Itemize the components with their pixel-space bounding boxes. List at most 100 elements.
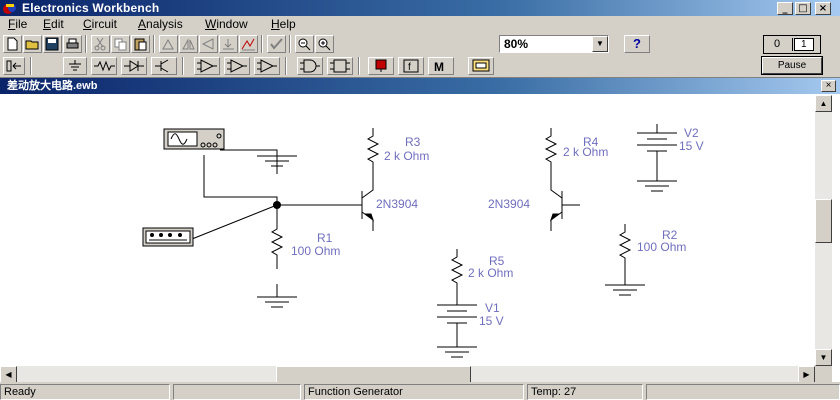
instruments-bin-icon[interactable]	[468, 57, 494, 75]
mixed-ics-bin-icon[interactable]	[224, 57, 250, 75]
resistor-r1-icon[interactable]	[270, 221, 284, 269]
main-toolbar	[0, 33, 760, 55]
menu-bar: File Edit Circuit Analysis Window Help	[0, 16, 840, 33]
rotate-icon[interactable]	[159, 35, 178, 53]
copy-icon[interactable]	[111, 35, 130, 53]
status-instrument: Function Generator	[304, 384, 524, 400]
resistor-r5-icon[interactable]	[450, 249, 464, 294]
digital-bin-icon[interactable]	[327, 57, 353, 75]
junction-dot	[273, 201, 281, 209]
basic-bin-icon[interactable]	[91, 57, 117, 75]
r2-name-label: R2	[662, 228, 678, 242]
ground-icon	[257, 150, 297, 167]
help-button[interactable]: ?	[624, 35, 650, 53]
cut-icon[interactable]	[91, 35, 110, 53]
wire	[220, 149, 278, 174]
document-close-button[interactable]: ×	[821, 80, 836, 92]
zoom-out-icon[interactable]	[295, 35, 314, 53]
r5-name-label: R5	[489, 254, 505, 268]
new-file-icon[interactable]	[3, 35, 22, 53]
circuit-schematic[interactable]: R3 2 k Ohm R4 2 k Ohm V2 15 V 2N3904 2N3…	[0, 94, 815, 366]
create-subcircuit-icon[interactable]	[239, 35, 258, 53]
open-folder-icon[interactable]	[23, 35, 42, 53]
horizontal-scroll-thumb[interactable]	[276, 366, 471, 383]
status-text: Ready	[0, 384, 170, 400]
transistors-bin-icon[interactable]	[151, 57, 177, 75]
toolbar-separator	[85, 35, 87, 53]
zoom-value: 80%	[504, 37, 529, 51]
toolbar-separator	[261, 35, 263, 53]
toolbar-separator	[30, 57, 32, 75]
resistor-r2-icon[interactable]	[618, 224, 632, 277]
sources-bin-icon[interactable]	[63, 57, 87, 75]
transistor-q2-icon[interactable]	[549, 174, 580, 231]
status-empty-pane	[173, 384, 301, 400]
power-switch-toggle-icon	[792, 38, 793, 51]
menu-edit[interactable]: Edit	[43, 17, 64, 31]
resistor-r4-icon[interactable]	[544, 128, 558, 174]
wire	[191, 204, 278, 240]
transistor-q1-icon[interactable]	[355, 174, 375, 231]
favorites-bin-icon[interactable]	[3, 57, 25, 75]
diodes-bin-icon[interactable]	[121, 57, 147, 75]
logic-gates-bin-icon[interactable]	[297, 57, 323, 75]
function-generator-icon[interactable]	[163, 128, 225, 150]
component-properties-icon[interactable]	[219, 35, 238, 53]
analysis-graphs-icon[interactable]	[267, 35, 286, 53]
flip-vertical-icon[interactable]	[199, 35, 218, 53]
close-button[interactable]: ×	[815, 2, 831, 15]
v1-value-label: 15 V	[479, 314, 504, 328]
r1-value-label: 100 Ohm	[291, 244, 340, 258]
r4-value-label: 2 k Ohm	[563, 145, 608, 159]
scroll-down-icon[interactable]: ▼	[815, 349, 832, 366]
menu-window[interactable]: Window	[205, 17, 248, 31]
flip-horizontal-icon[interactable]	[179, 35, 198, 53]
analog-ics-bin-icon[interactable]	[194, 57, 220, 75]
zoom-in-icon[interactable]	[315, 35, 334, 53]
maximize-button[interactable]: □	[795, 2, 811, 15]
zoom-dropdown[interactable]: 80% ▼	[499, 35, 609, 53]
document-title-bar: 差动放大电路.ewb ×	[0, 78, 840, 94]
power-switch[interactable]: 0 1	[763, 35, 821, 54]
horizontal-scrollbar[interactable]: ◀ ▶	[0, 366, 815, 383]
app-logo-icon	[3, 4, 16, 14]
print-icon[interactable]	[63, 35, 82, 53]
miscellaneous-bin-icon[interactable]: M	[428, 57, 454, 75]
digital-ics-bin-icon[interactable]	[254, 57, 280, 75]
v1-name-label: V1	[485, 301, 500, 315]
controls-bin-icon[interactable]: f	[398, 57, 424, 75]
save-disk-icon[interactable]	[43, 35, 62, 53]
oscilloscope-icon[interactable]	[142, 227, 194, 247]
scroll-left-icon[interactable]: ◀	[0, 366, 17, 383]
app-title: Electronics Workbench	[22, 1, 160, 15]
paste-icon[interactable]	[131, 35, 150, 53]
menu-circuit[interactable]: Circuit	[83, 17, 118, 31]
minimize-button[interactable]: _	[777, 2, 793, 15]
vertical-scroll-thumb[interactable]	[815, 199, 832, 243]
scroll-corner	[815, 366, 832, 383]
circuit-document-window: 差动放大电路.ewb ×	[0, 77, 840, 383]
battery-v2-icon[interactable]	[637, 124, 677, 172]
resistor-r3-icon[interactable]	[366, 128, 380, 174]
power-switch-body: 1	[794, 38, 814, 51]
pause-button[interactable]: Pause	[762, 57, 822, 74]
menu-file[interactable]: File	[8, 17, 28, 31]
wire	[203, 155, 278, 221]
chevron-down-icon[interactable]: ▼	[592, 36, 608, 52]
menu-analysis[interactable]: Analysis	[138, 17, 183, 31]
vertical-scrollbar[interactable]: ▲ ▼	[815, 95, 832, 366]
q2-model-label: 2N3904	[488, 197, 530, 211]
scroll-up-icon[interactable]: ▲	[815, 95, 832, 112]
title-bar: Electronics Workbench _ □ ×	[0, 0, 840, 16]
indicators-bin-icon[interactable]	[368, 57, 394, 75]
menu-help[interactable]: Help	[271, 17, 296, 31]
svg-text:M: M	[434, 60, 444, 73]
battery-v1-icon[interactable]	[437, 294, 477, 337]
ground-icon	[257, 284, 297, 308]
status-extra-pane	[646, 384, 840, 400]
scroll-right-icon[interactable]: ▶	[798, 366, 815, 383]
r3-value-label: 2 k Ohm	[384, 149, 429, 163]
toolbar-separator	[153, 35, 155, 53]
ground-icon	[437, 337, 477, 358]
